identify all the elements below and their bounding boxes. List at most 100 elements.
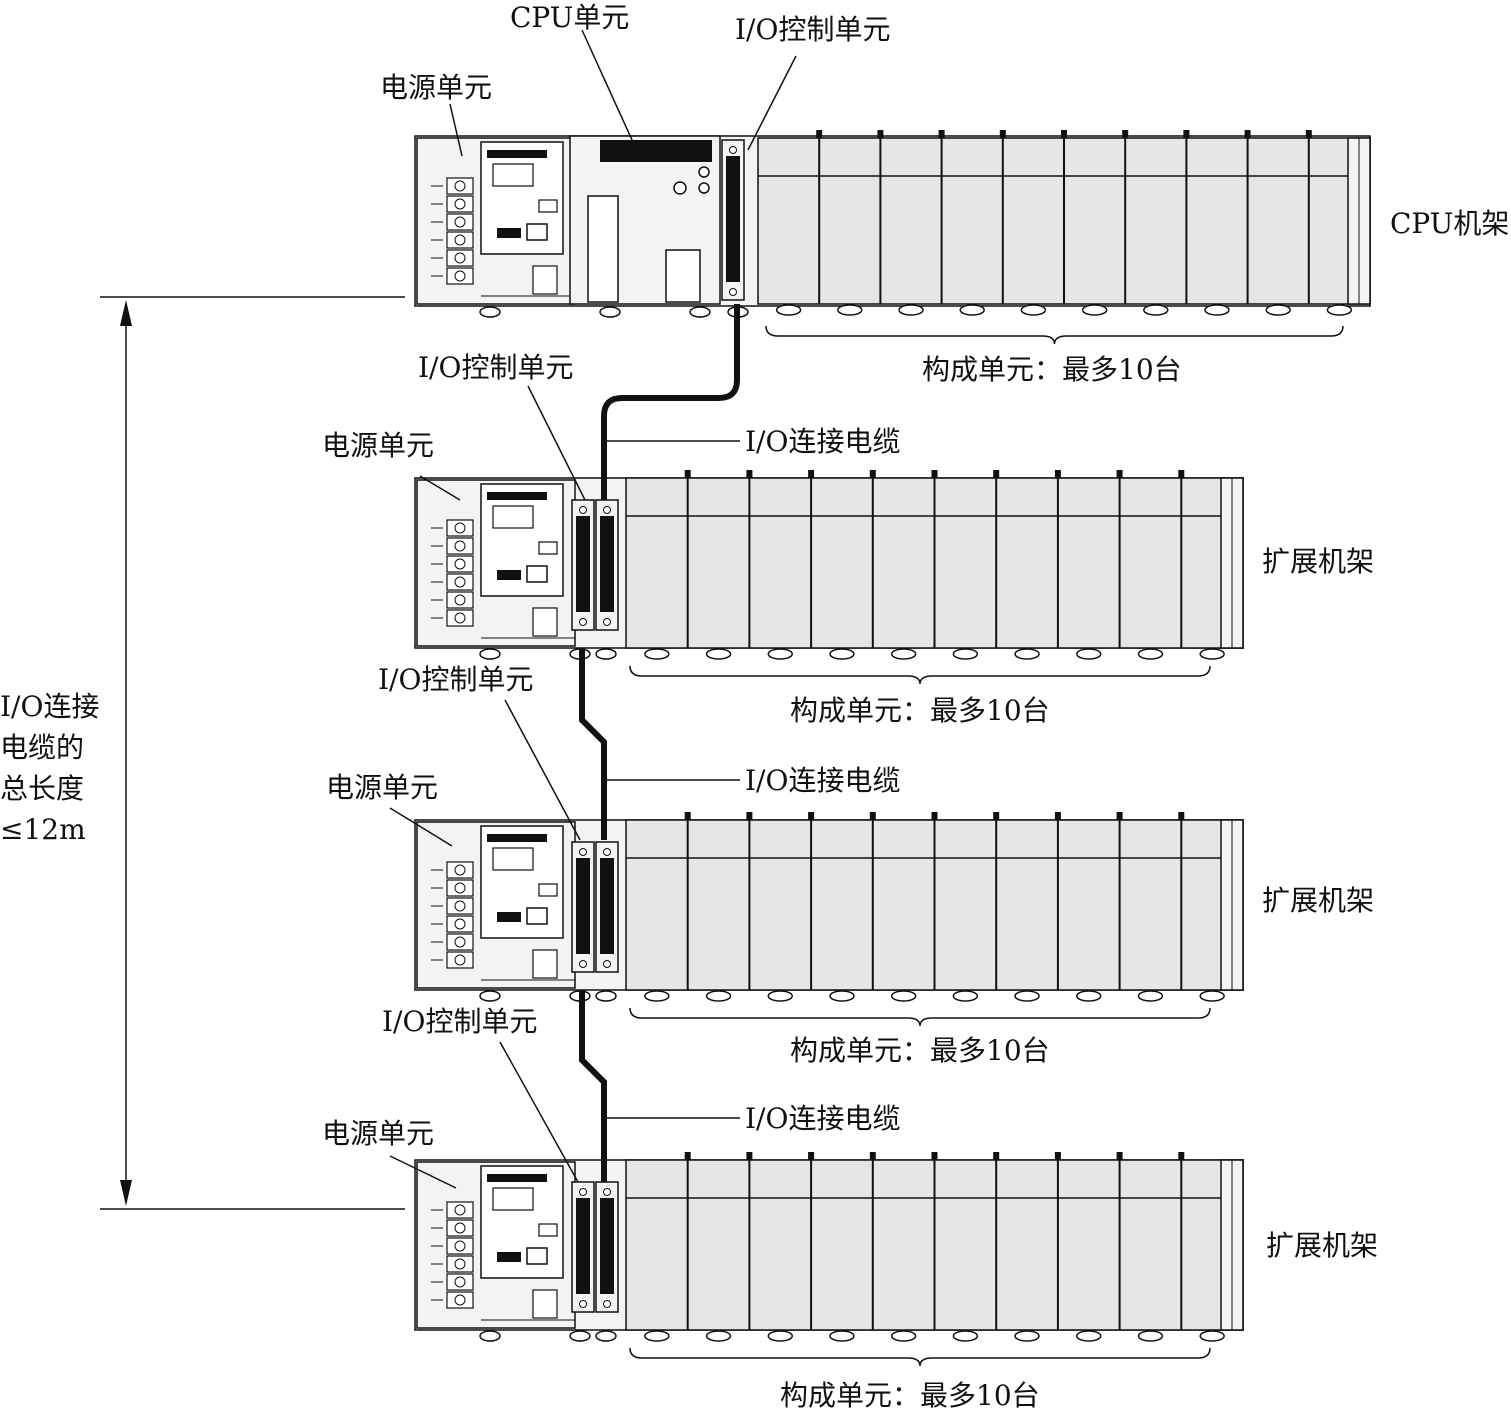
unit-latch [684, 812, 691, 820]
power-led-block [497, 1252, 521, 1262]
power-brand-plate [487, 150, 547, 158]
config-units-brace [765, 325, 1344, 345]
terminal-screw-head [454, 1276, 466, 1288]
power-switch [538, 1223, 558, 1237]
power-connector [526, 907, 548, 925]
cpu-unit-display [600, 140, 712, 162]
power-front-panel [480, 825, 564, 939]
io-control-unit-in-connector [576, 516, 590, 612]
mounting-foot [1076, 1330, 1102, 1342]
unit-latch [808, 470, 815, 478]
label-config-units-exp2: 构成单元：最多10台 [790, 1034, 1050, 1067]
io-control-unit-in-connector [576, 858, 590, 954]
power-display [492, 1187, 534, 1211]
mounting-foot [767, 1330, 793, 1342]
unit-latch [1122, 130, 1129, 138]
terminal-screw-head [454, 1204, 466, 1216]
mounting-foot [952, 990, 979, 1002]
label-io-cable-1: I/O连接电缆 [745, 425, 901, 458]
power-connector [526, 223, 548, 241]
unit-latch [1054, 1152, 1061, 1160]
terminal-screw [446, 879, 474, 897]
terminal-screw-head [454, 1222, 466, 1234]
terminal-screw-head [454, 270, 466, 282]
io-control-unit-in-screw-bottom [579, 1300, 587, 1308]
power-lower-socket [532, 607, 558, 637]
mounting-foot [1014, 1330, 1040, 1342]
unit-latch [746, 1152, 753, 1160]
terminal-screw-head [454, 576, 466, 588]
leader-line [449, 103, 463, 157]
mounting-foot [829, 990, 855, 1002]
terminal-screw [446, 897, 474, 915]
mounting-foot [1326, 304, 1353, 316]
label-config-units-exp1: 构成单元：最多10台 [790, 694, 1050, 727]
mounting-foot [705, 1330, 732, 1342]
mounting-foot [1199, 648, 1225, 660]
terminal-screw-head [454, 954, 466, 966]
leader-lines [389, 29, 797, 1189]
terminal-screw [446, 861, 474, 879]
terminal-screw-head [454, 882, 466, 894]
mounting-foot [599, 306, 621, 318]
terminal-screw-head [454, 936, 466, 948]
config-units-brace [629, 1347, 1211, 1367]
terminal-screw [446, 177, 474, 195]
label-config-units-exp3: 构成单元：最多10台 [780, 1379, 1040, 1412]
label-io-control-unit-exp3: I/O控制单元 [382, 1005, 538, 1038]
power-lower-socket [532, 1289, 558, 1319]
mounting-foot [644, 648, 670, 660]
power-lower-socket [532, 265, 558, 295]
total-length-dimension [100, 296, 405, 1210]
power-brand-plate [487, 834, 547, 842]
mounting-foot [959, 304, 985, 316]
io-control-unit-out-screw-top [603, 1188, 611, 1196]
label-expansion-rack-1: 扩展机架 [1262, 545, 1375, 578]
mounting-foot [890, 990, 917, 1002]
unit-latch [931, 812, 938, 820]
io-control-unit-out-screw-bottom [603, 960, 611, 968]
unit-latch [938, 130, 945, 138]
mounting-foot [767, 990, 793, 1002]
dimension-arrow-top [120, 300, 132, 326]
leader-line [419, 475, 461, 501]
unit-latch [877, 130, 884, 138]
unit-latch [1305, 130, 1312, 138]
power-brand-plate [487, 1174, 547, 1182]
unit-latch [1061, 130, 1067, 138]
cpu-io-control-unit-screw-top [729, 146, 737, 154]
mounting-foot [1076, 648, 1102, 660]
cpu-unit-rotary-switch [698, 166, 710, 178]
mounting-foot [689, 306, 711, 318]
terminal-screw [446, 591, 474, 609]
config-units-brace [629, 665, 1211, 685]
io-connection-cables [579, 304, 740, 1182]
terminal-screw [446, 1255, 474, 1273]
terminal-screw-head [454, 1258, 466, 1270]
label-expansion-rack-2: 扩展机架 [1262, 884, 1375, 917]
terminal-screw [446, 1237, 474, 1255]
terminal-screw [446, 1273, 474, 1291]
mounting-foot [705, 648, 732, 660]
mounting-foot [1076, 990, 1102, 1002]
label-io-cable-3: I/O连接电缆 [745, 1102, 901, 1135]
mounting-foot [890, 1330, 917, 1342]
power-display [492, 505, 534, 529]
label-total-length-line-1: I/O连接 [0, 690, 100, 723]
mounting-foot [1081, 304, 1108, 316]
mounting-foot [595, 1330, 617, 1342]
io-cable-segment-1 [601, 304, 740, 500]
io-control-unit-in-connector [576, 1198, 590, 1294]
power-led-block [497, 570, 521, 580]
mounting-foot [1199, 1330, 1225, 1342]
label-power-unit-exp3: 电源单元 [322, 1117, 435, 1150]
unit-latch [684, 470, 691, 478]
power-led-block [497, 228, 521, 238]
label-cpu-rack: CPU机架 [1390, 207, 1510, 240]
mounting-foot [775, 304, 802, 316]
mounting-foot [1137, 1330, 1164, 1342]
mounting-foot [1265, 304, 1291, 316]
terminal-screw-head [454, 918, 466, 930]
mounting-foot [595, 990, 617, 1002]
config-units-brace [629, 1007, 1211, 1027]
